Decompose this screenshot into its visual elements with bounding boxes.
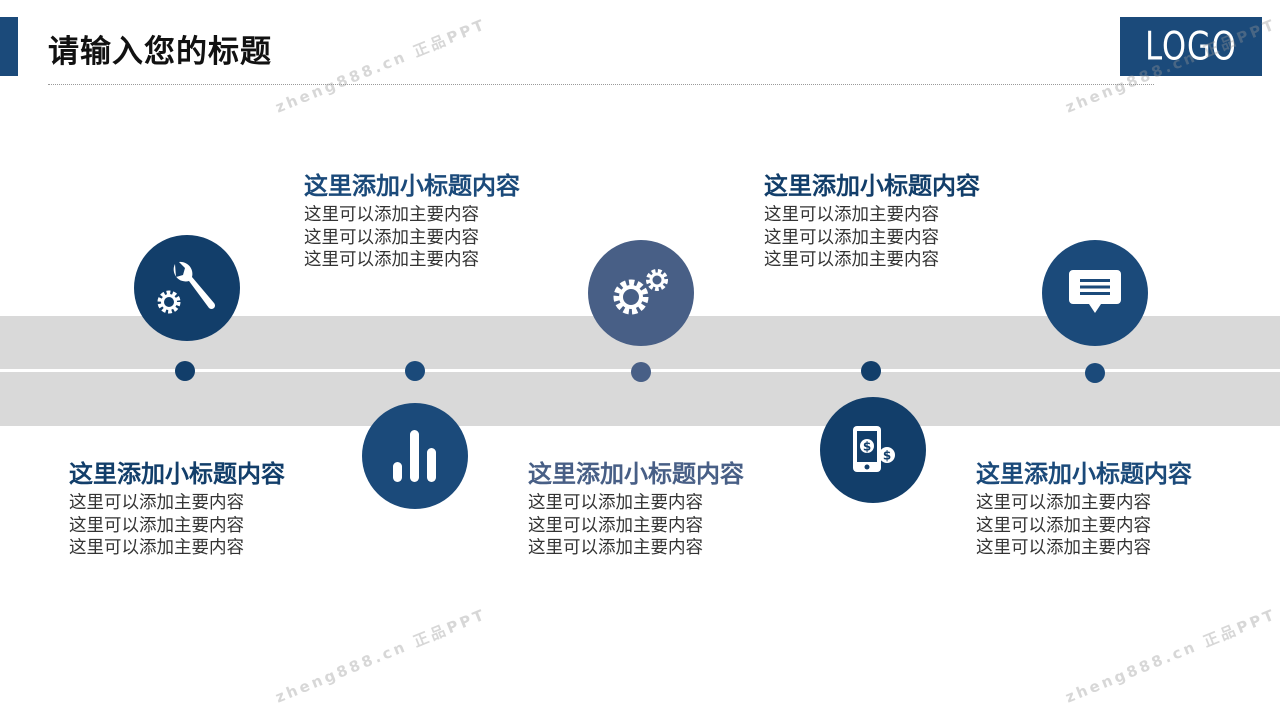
chat-bubble-icon — [1069, 270, 1121, 313]
step-2-text: 这里添加小标题内容 这里可以添加主要内容 这里可以添加主要内容 这里可以添加主要… — [304, 170, 604, 272]
step-1-line-2[interactable]: 这里可以添加主要内容 — [69, 515, 244, 536]
logo-box[interactable]: LOGO — [1120, 17, 1262, 76]
step-3-text: 这里添加小标题内容 这里可以添加主要内容 这里可以添加主要内容 这里可以添加主要… — [528, 458, 828, 560]
timeline-dot-4 — [861, 361, 881, 381]
step-3-line-3[interactable]: 这里可以添加主要内容 — [528, 538, 703, 558]
step-2-circle[interactable] — [362, 403, 468, 509]
step-5-line-1[interactable]: 这里可以添加主要内容 — [976, 493, 1151, 513]
step-5-circle[interactable] — [1042, 240, 1148, 346]
step-1-line-1[interactable]: 这里可以添加主要内容 — [69, 493, 244, 513]
step-3-circle[interactable] — [588, 240, 694, 346]
timeline-dot-2 — [405, 361, 425, 381]
step-2-heading[interactable]: 这里添加小标题内容 — [304, 172, 520, 200]
step-4-text: 这里添加小标题内容 这里可以添加主要内容 这里可以添加主要内容 这里可以添加主要… — [764, 170, 1064, 272]
watermark-4: zheng888.cn 正品PPT — [1062, 605, 1280, 707]
step-4-line-1[interactable]: 这里可以添加主要内容 — [764, 205, 939, 225]
logo-text: LOGO — [1145, 23, 1237, 70]
step-1-heading[interactable]: 这里添加小标题内容 — [69, 460, 285, 488]
bar-chart-icon — [393, 430, 436, 482]
step-4-line-3[interactable]: 这里可以添加主要内容 — [764, 250, 939, 270]
mobile-payment-icon: $ $ — [853, 426, 895, 472]
timeline-dot-3 — [631, 362, 651, 382]
step-2-line-2[interactable]: 这里可以添加主要内容 — [304, 227, 479, 248]
step-3-line-2[interactable]: 这里可以添加主要内容 — [528, 515, 703, 536]
step-2-line-1[interactable]: 这里可以添加主要内容 — [304, 205, 479, 225]
svg-text:$: $ — [863, 440, 871, 454]
step-3-line-1[interactable]: 这里可以添加主要内容 — [528, 493, 703, 513]
step-1-circle[interactable] — [134, 235, 240, 341]
step-4-heading[interactable]: 这里添加小标题内容 — [764, 172, 980, 200]
wrench-gear-icon — [157, 261, 216, 314]
step-5-text: 这里添加小标题内容 这里可以添加主要内容 这里可以添加主要内容 这里可以添加主要… — [976, 458, 1276, 560]
step-3-heading[interactable]: 这里添加小标题内容 — [528, 460, 744, 488]
watermark-1: zheng888.cn 正品PPT — [272, 15, 490, 117]
step-5-line-3[interactable]: 这里可以添加主要内容 — [976, 538, 1151, 558]
gears-icon — [613, 269, 668, 315]
title-accent-bar — [0, 17, 18, 76]
step-5-heading[interactable]: 这里添加小标题内容 — [976, 460, 1192, 488]
step-4-circle[interactable]: $ $ — [820, 397, 926, 503]
step-5-line-2[interactable]: 这里可以添加主要内容 — [976, 515, 1151, 536]
step-2-line-3[interactable]: 这里可以添加主要内容 — [304, 250, 479, 270]
title-divider — [48, 84, 1154, 85]
step-4-line-2[interactable]: 这里可以添加主要内容 — [764, 227, 939, 248]
step-1-line-3[interactable]: 这里可以添加主要内容 — [69, 538, 244, 558]
step-1-text: 这里添加小标题内容 这里可以添加主要内容 这里可以添加主要内容 这里可以添加主要… — [69, 458, 369, 560]
watermark-3: zheng888.cn 正品PPT — [272, 605, 490, 707]
timeline-dot-1 — [175, 361, 195, 381]
svg-text:$: $ — [883, 449, 891, 463]
page-title[interactable]: 请输入您的标题 — [48, 34, 272, 70]
timeline-dot-5 — [1085, 363, 1105, 383]
